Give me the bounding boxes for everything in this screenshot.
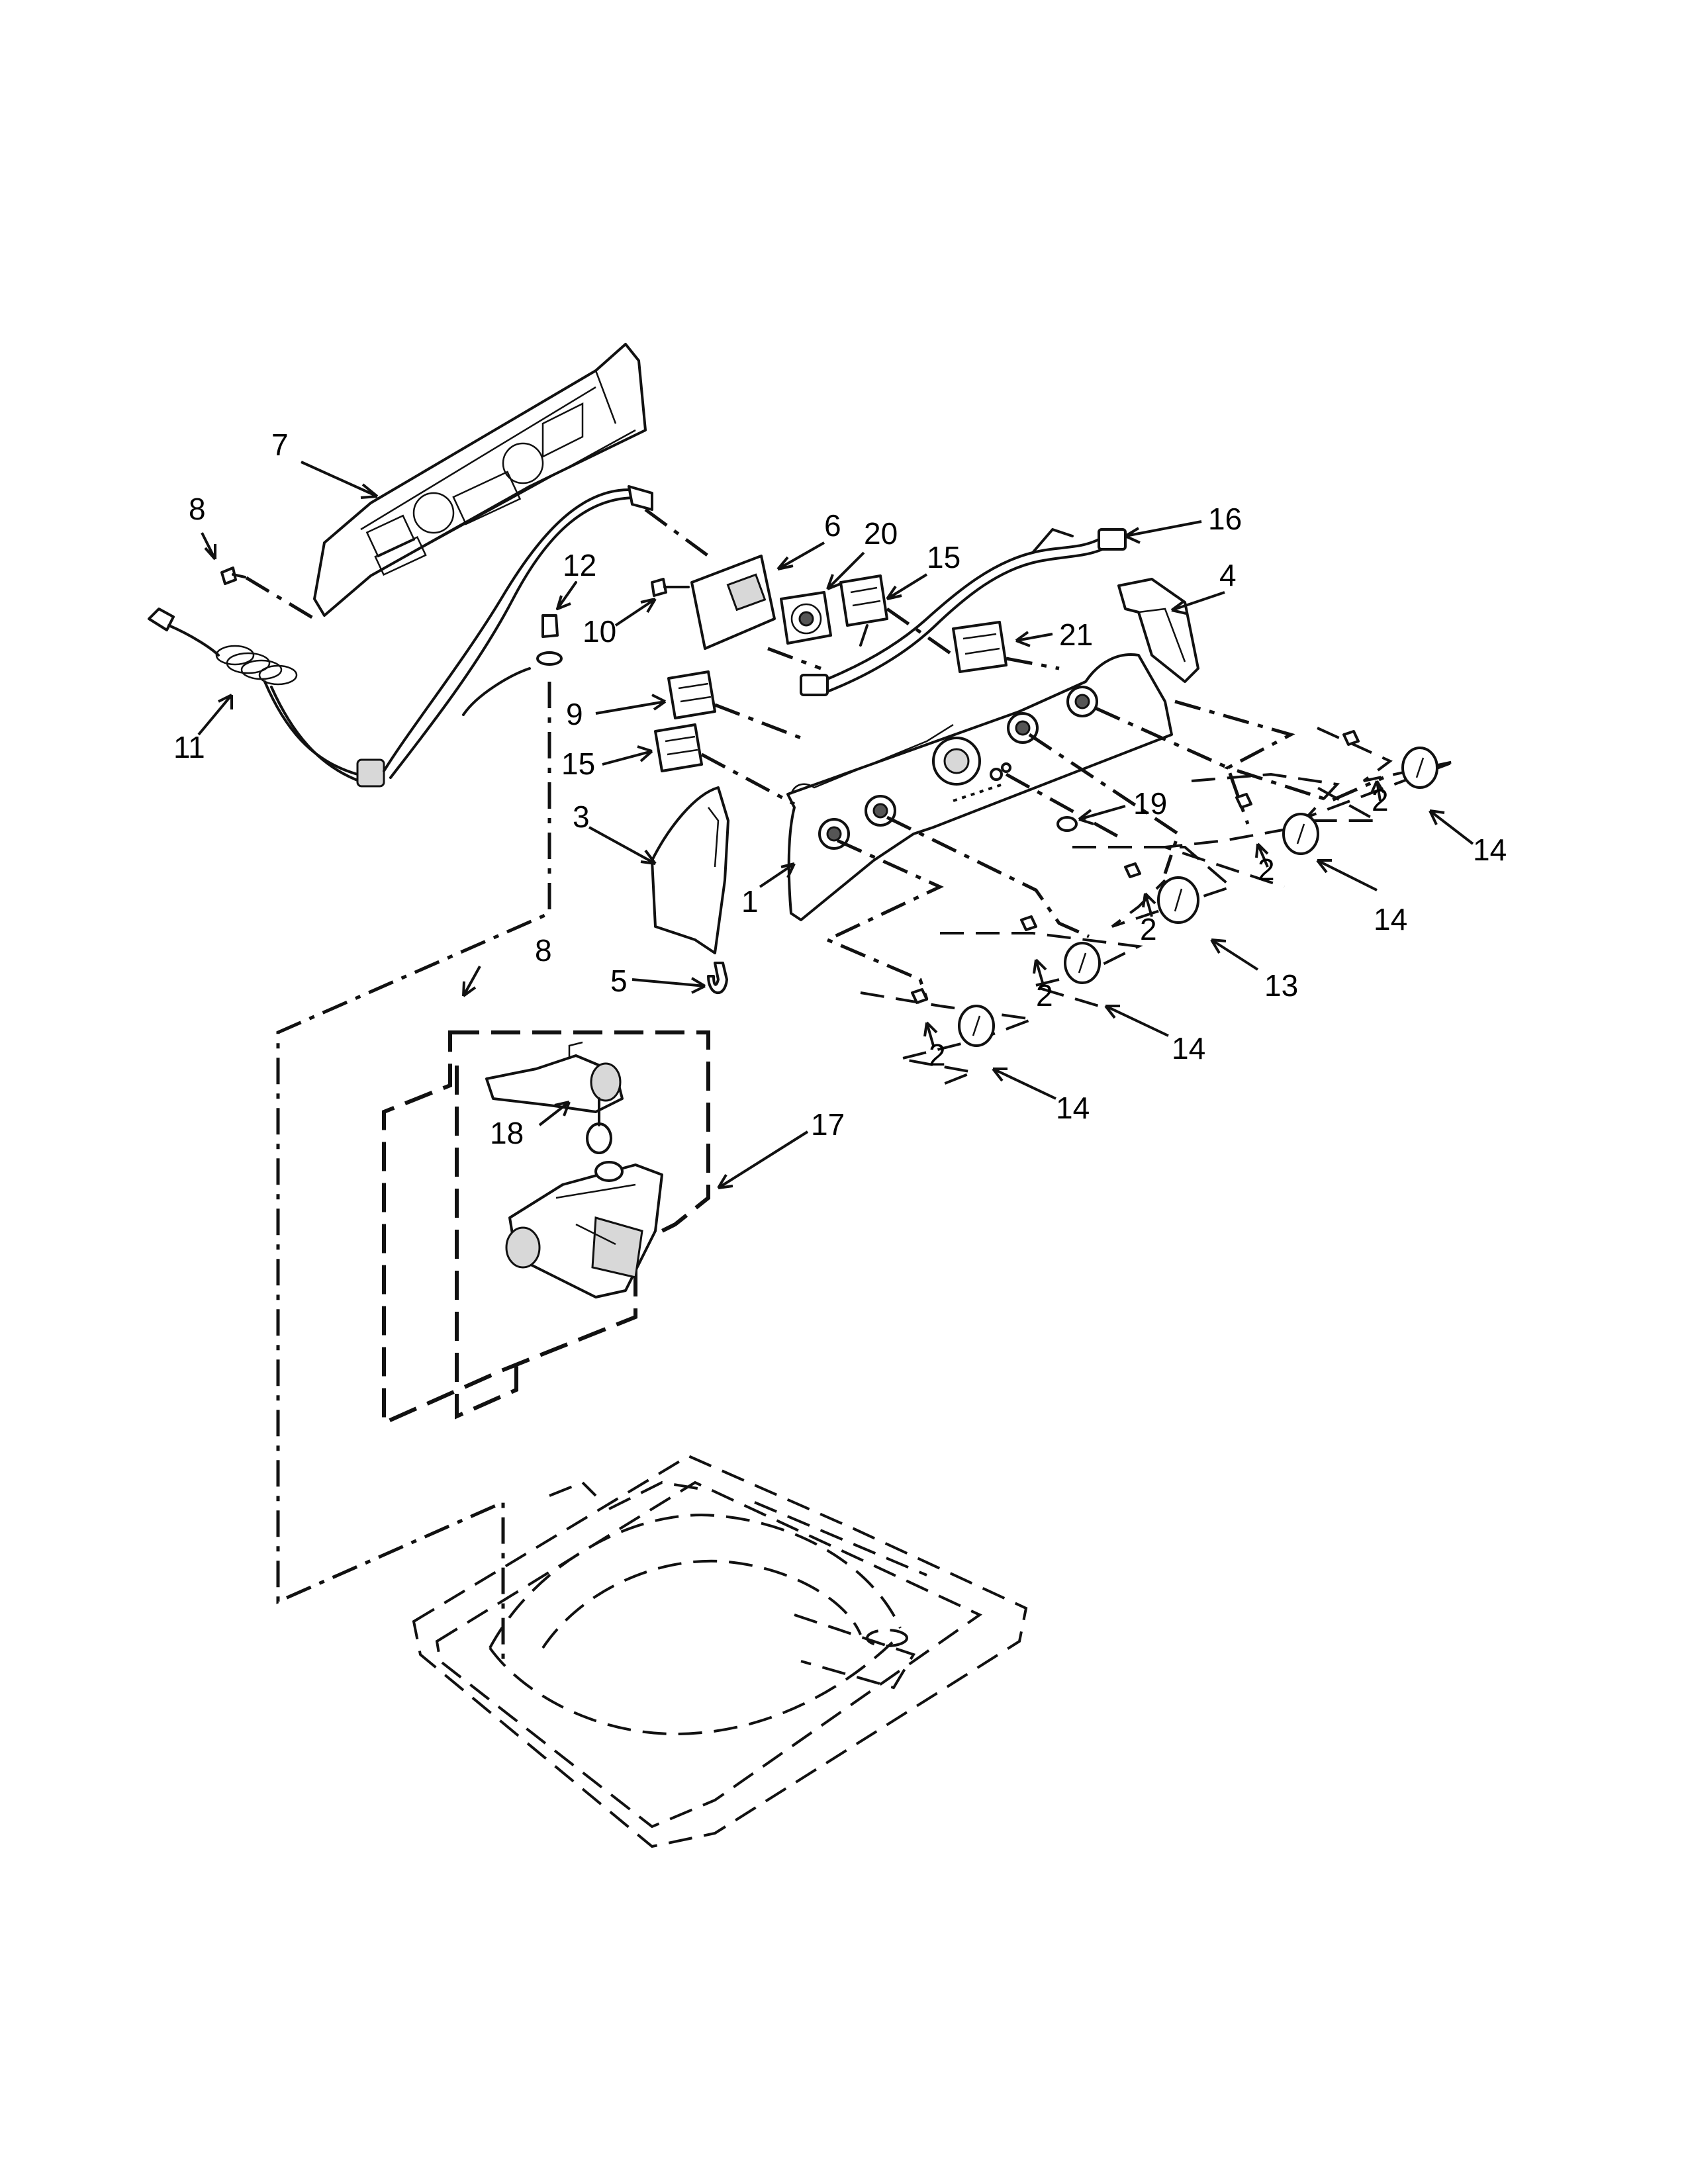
screw-10	[651, 578, 690, 597]
cabinet-guide-line	[276, 682, 551, 1661]
console-panel	[786, 653, 1173, 921]
callout-14-c: 14	[1172, 1031, 1205, 1066]
knob-assembly-lower-left	[860, 988, 1033, 1087]
callout-8-top: 8	[189, 492, 206, 526]
callout-14-a: 14	[1473, 833, 1507, 867]
dispenser-valve-18	[485, 1041, 624, 1154]
ground-screw-12	[536, 614, 563, 666]
callout-20: 20	[864, 516, 898, 551]
switch-guide-lines	[700, 607, 1385, 1000]
screw-8-top	[220, 567, 246, 585]
cabinet-top	[412, 1454, 1028, 1848]
callout-7: 7	[271, 428, 289, 462]
callout-2-c: 2	[1140, 912, 1157, 946]
knob-assembly-lower-mid	[940, 915, 1143, 1007]
callout-2-d: 2	[1036, 978, 1053, 1013]
switch-9	[667, 670, 716, 719]
callout-11: 11	[173, 730, 205, 764]
callout-leaders	[197, 461, 1474, 1189]
callout-3: 3	[573, 799, 590, 834]
callout-17: 17	[811, 1107, 845, 1142]
console-rear-panel	[313, 343, 647, 617]
callout-5: 5	[610, 964, 628, 998]
screw-8-top-guide	[245, 576, 316, 621]
callout-10: 10	[583, 614, 616, 649]
switch-15-lower	[654, 723, 703, 772]
dispenser-body-17	[505, 1161, 663, 1298]
callout-18: 18	[490, 1116, 524, 1150]
end-cap-left	[651, 786, 729, 954]
callout-13: 13	[1264, 968, 1298, 1003]
control-board	[690, 555, 776, 650]
switch-21	[952, 621, 1008, 673]
ground-wire-harness	[383, 485, 653, 779]
callout-2-e: 2	[929, 1038, 946, 1072]
board-guide-line	[644, 508, 710, 558]
callout-12: 12	[563, 548, 596, 582]
callout-2-a: 2	[1372, 783, 1389, 817]
callout-8-bottom: 8	[535, 933, 552, 968]
callout-6: 6	[824, 508, 841, 543]
callout-21: 21	[1059, 617, 1093, 652]
callout-2-b: 2	[1258, 852, 1275, 887]
wire-harness-16	[800, 528, 1127, 696]
callout-9: 9	[566, 697, 583, 731]
callout-15-top: 15	[927, 540, 961, 574]
clip-5	[707, 962, 728, 994]
dispenser-assembly-box-outer	[382, 1030, 710, 1426]
callout-14-d: 14	[1056, 1091, 1090, 1125]
knob-assembly-mid-right	[1164, 772, 1340, 888]
callout-14-b: 14	[1374, 902, 1407, 936]
callout-1: 1	[741, 884, 759, 919]
dispenser-assembly-box-inner	[455, 1066, 518, 1420]
button-19	[1056, 816, 1078, 832]
knob-assembly-top-right	[1297, 727, 1457, 822]
callout-16: 16	[1208, 502, 1242, 536]
power-cord	[148, 608, 385, 788]
encoder-20	[780, 591, 832, 645]
callout-15-lower: 15	[561, 747, 595, 781]
arrowhead-12	[556, 595, 571, 610]
leader-12	[556, 581, 577, 610]
switch-15-top	[839, 574, 888, 647]
callout-4: 4	[1219, 558, 1237, 592]
callout-19: 19	[1133, 786, 1167, 821]
